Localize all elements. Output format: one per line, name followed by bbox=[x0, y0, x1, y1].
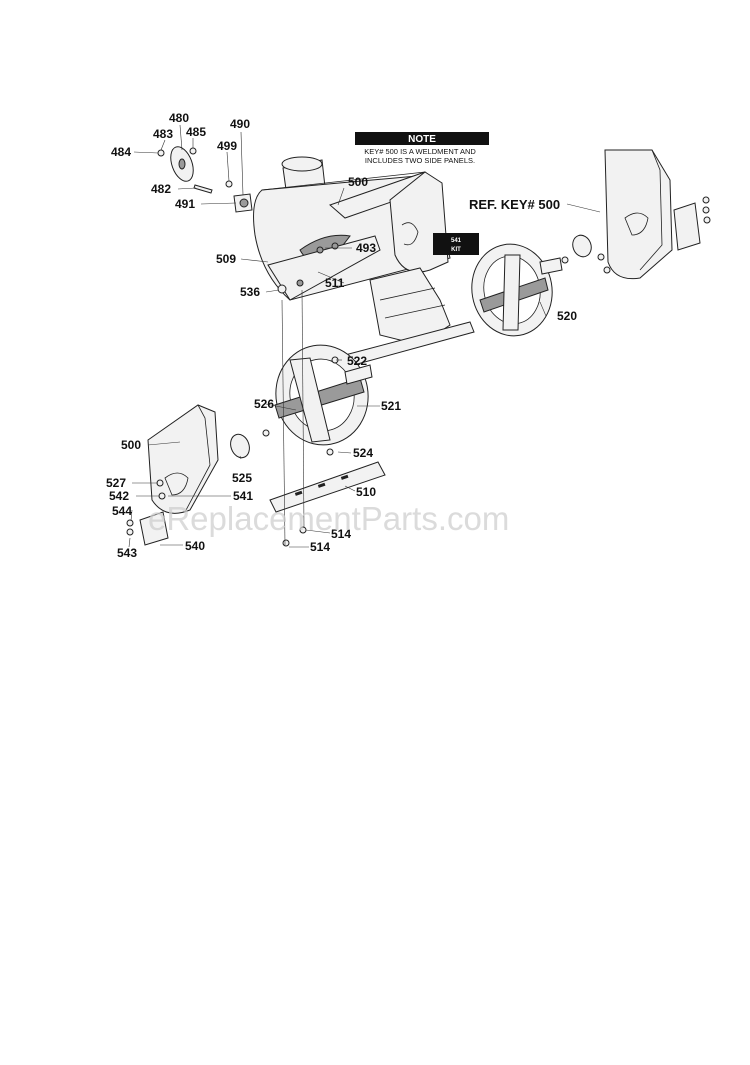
callout-540: 540 bbox=[185, 539, 205, 553]
note-header-bar bbox=[355, 132, 489, 145]
left-auger bbox=[274, 344, 373, 446]
callout-522: 522 bbox=[347, 354, 367, 368]
callout-514-a: 514 bbox=[331, 527, 351, 541]
callout-510: 510 bbox=[356, 485, 376, 499]
watermark: eReplacementParts.com bbox=[148, 500, 509, 537]
callout-543: 543 bbox=[117, 546, 137, 560]
callout-493: 493 bbox=[356, 241, 376, 255]
right-auger bbox=[471, 243, 563, 337]
ref-key-500-label: REF. KEY# 500 bbox=[469, 197, 560, 212]
kit-tag-line-2: KIT bbox=[451, 247, 461, 253]
right-side-panel bbox=[561, 149, 711, 280]
callout-544: 544 bbox=[112, 504, 132, 518]
callout-514-b: 514 bbox=[310, 540, 330, 554]
callout-484: 484 bbox=[111, 145, 131, 159]
left-side-panel bbox=[147, 404, 270, 514]
auger-housing bbox=[253, 156, 451, 301]
callout-509: 509 bbox=[216, 252, 236, 266]
callout-521: 521 bbox=[381, 399, 401, 413]
kit-tag: 541 KIT bbox=[433, 233, 479, 255]
callout-520: 520 bbox=[557, 309, 577, 323]
callout-482: 482 bbox=[151, 182, 171, 196]
callout-500-top: 500 bbox=[348, 175, 368, 189]
callout-536: 536 bbox=[240, 285, 260, 299]
note-line-1: KEY# 500 IS A WELDMENT AND bbox=[364, 147, 476, 156]
leader-lines bbox=[128, 124, 601, 548]
callout-491: 491 bbox=[175, 197, 195, 211]
callout-483: 483 bbox=[153, 127, 173, 141]
callout-480: 480 bbox=[169, 111, 189, 125]
callout-500-left: 500 bbox=[121, 438, 141, 452]
callout-541: 541 bbox=[233, 489, 253, 503]
note-box: NOTE KEY# 500 IS A WELDMENT AND INCLUDES… bbox=[355, 132, 489, 165]
callout-490: 490 bbox=[230, 117, 250, 131]
note-line-2: INCLUDES TWO SIDE PANELS. bbox=[365, 156, 475, 165]
callout-524: 524 bbox=[353, 446, 373, 460]
callout-542: 542 bbox=[109, 489, 129, 503]
callout-485: 485 bbox=[186, 125, 206, 139]
callout-526: 526 bbox=[254, 397, 274, 411]
kit-tag-line-1: 541 bbox=[451, 238, 462, 244]
callout-527: 527 bbox=[106, 476, 126, 490]
callout-525: 525 bbox=[232, 471, 252, 485]
pulley-group bbox=[157, 146, 253, 213]
gearbox-and-shaft bbox=[344, 267, 475, 367]
callout-511: 511 bbox=[325, 276, 345, 290]
skid-shoe bbox=[126, 479, 169, 546]
shave-plate bbox=[269, 448, 386, 547]
callout-499: 499 bbox=[217, 139, 237, 153]
note-heading: NOTE bbox=[408, 134, 436, 145]
